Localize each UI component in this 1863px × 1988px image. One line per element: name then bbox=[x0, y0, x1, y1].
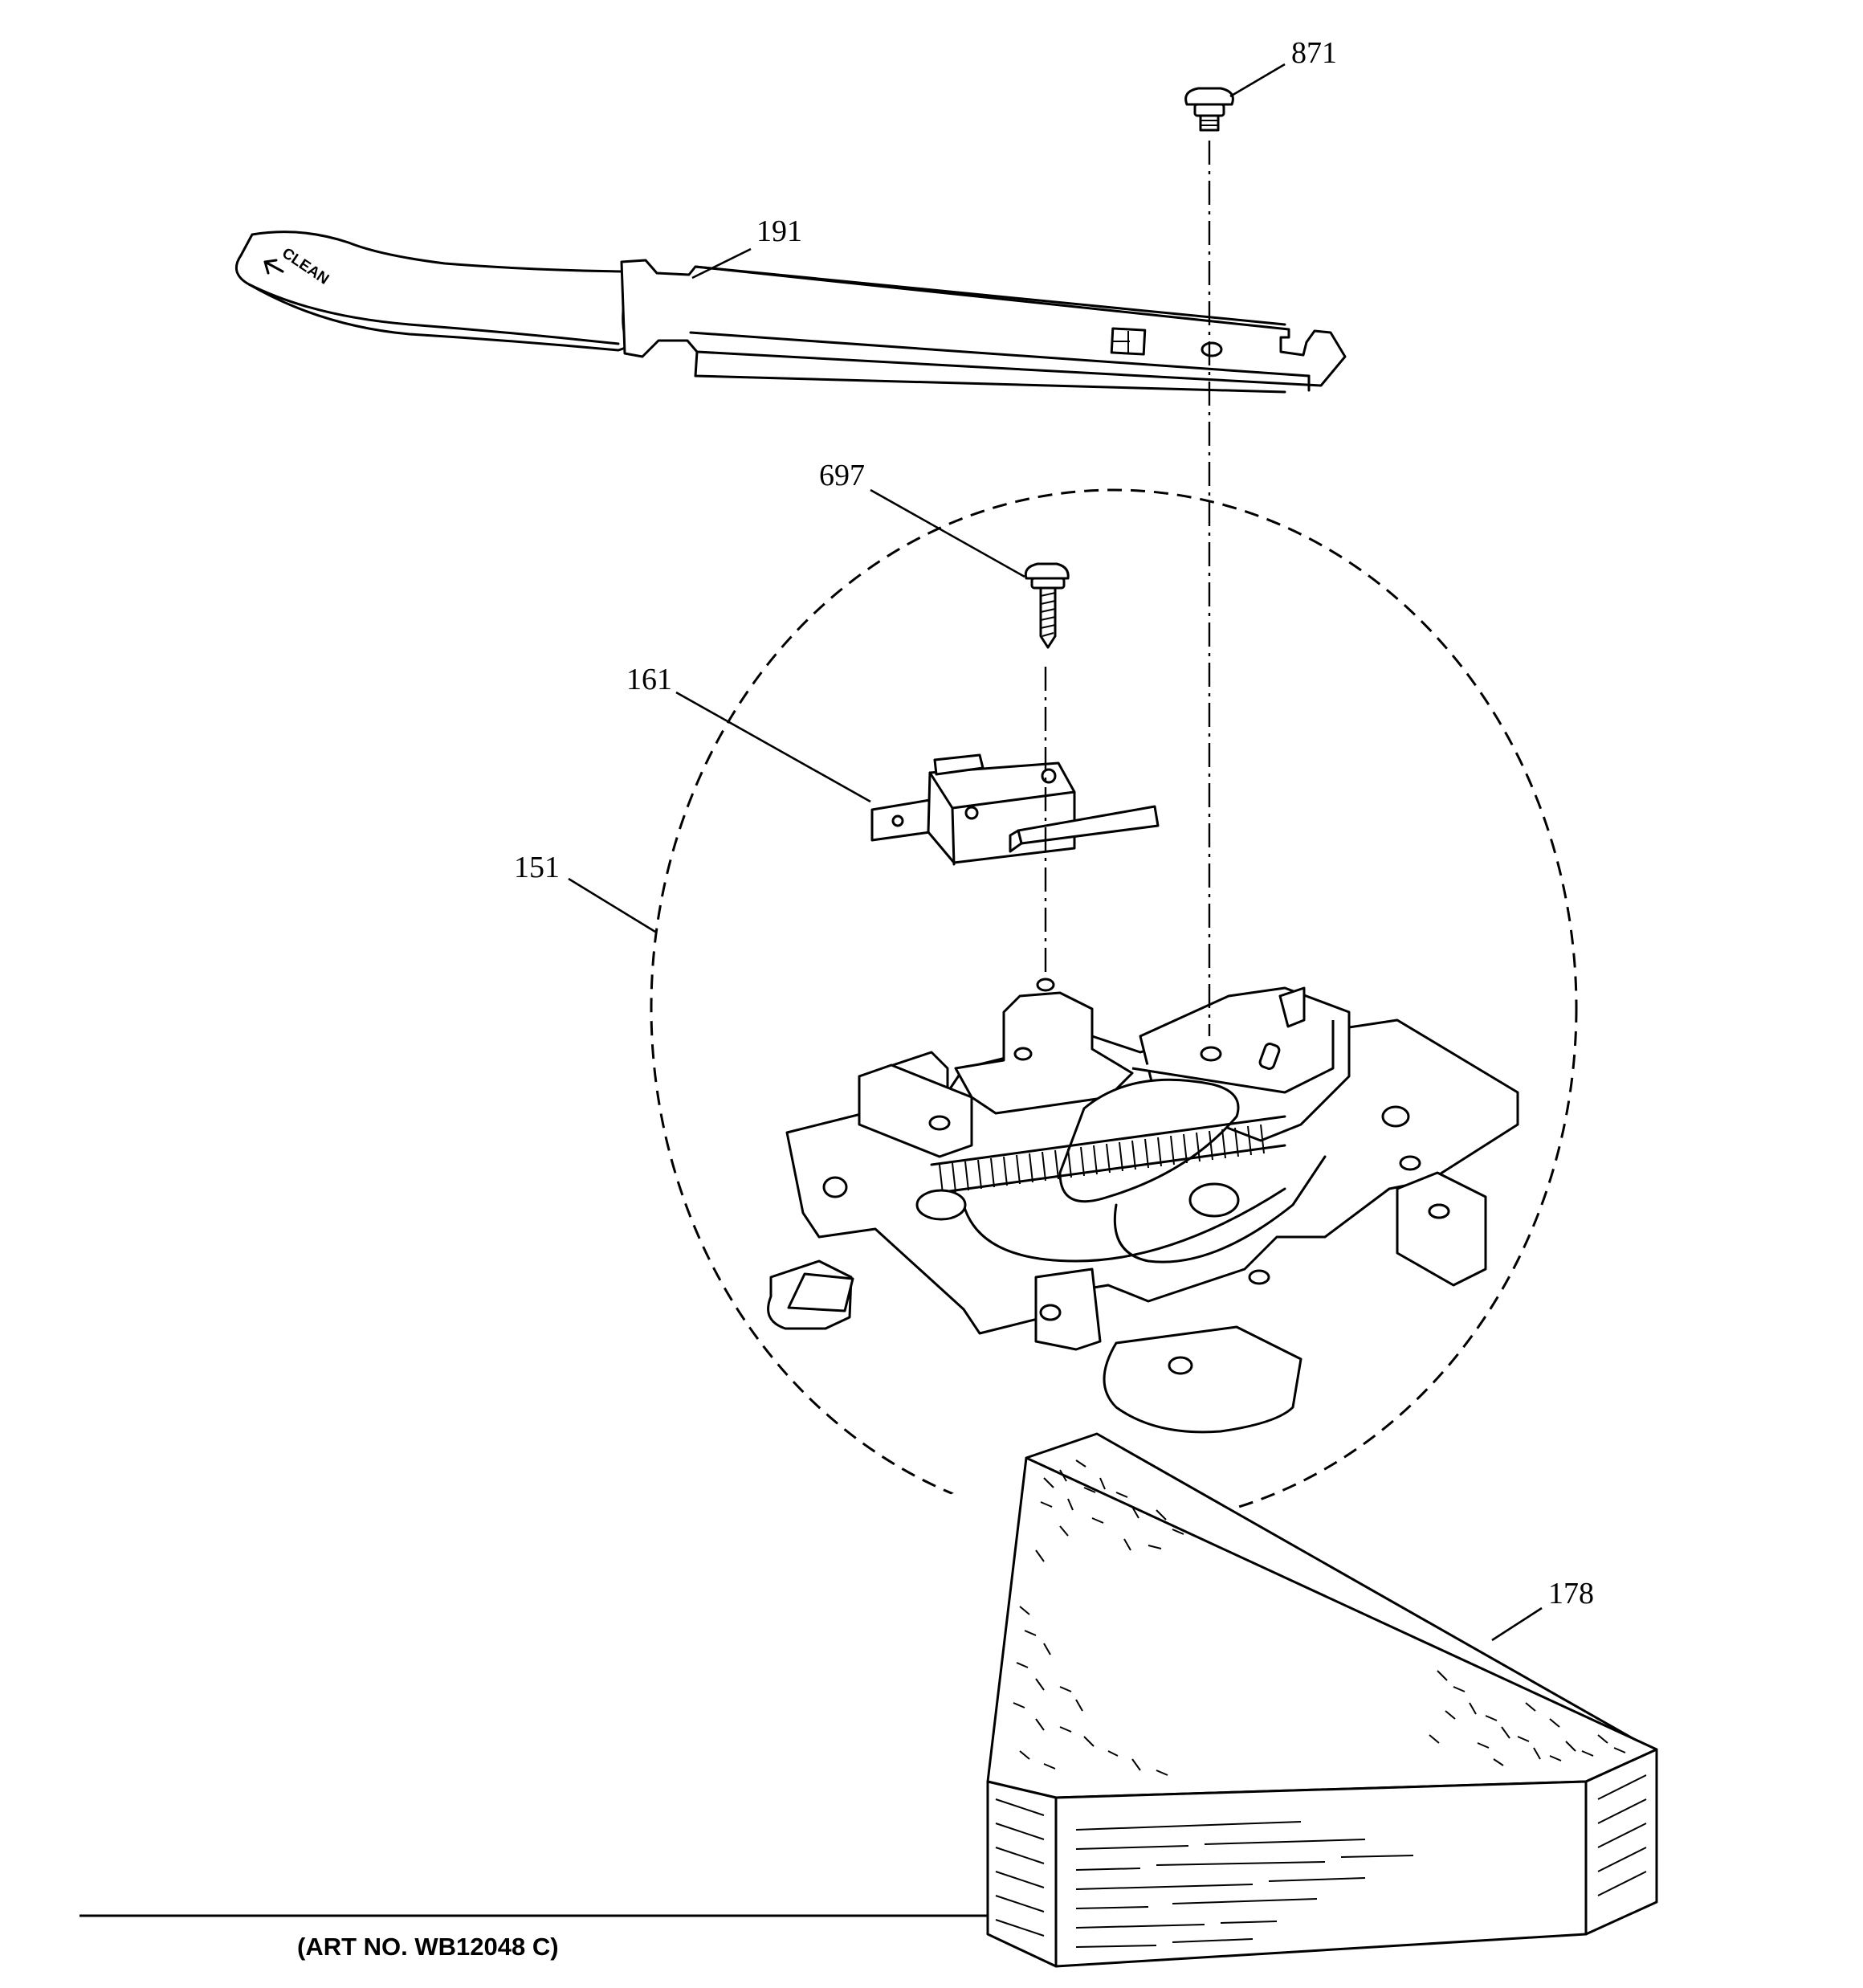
leader-161 bbox=[675, 691, 871, 803]
micro-switch-161 bbox=[870, 753, 1160, 866]
leader-191 bbox=[691, 247, 752, 280]
clean-arrow-icon bbox=[263, 259, 284, 275]
screw-697 bbox=[1024, 562, 1070, 649]
callout-161: 161 bbox=[626, 663, 672, 696]
callout-697: 697 bbox=[819, 459, 865, 492]
screw-871 bbox=[1184, 87, 1234, 132]
leader-151 bbox=[568, 877, 656, 933]
art-number: (ART NO. WB12048 C) bbox=[297, 1933, 559, 1961]
callout-151: 151 bbox=[514, 851, 560, 884]
callout-191: 191 bbox=[756, 214, 802, 248]
leader-178 bbox=[1491, 1606, 1543, 1642]
door-lock-mechanism bbox=[767, 978, 1519, 1434]
callout-178: 178 bbox=[1548, 1577, 1594, 1610]
leader-697 bbox=[870, 488, 1025, 578]
callout-871: 871 bbox=[1291, 36, 1337, 70]
spring bbox=[930, 1115, 1286, 1195]
insulation-block-178 bbox=[79, 1432, 1658, 1968]
insulation-texture bbox=[995, 1774, 1647, 1948]
lock-handle-191: CLEAN bbox=[234, 231, 1347, 394]
leader-871 bbox=[1229, 63, 1286, 98]
